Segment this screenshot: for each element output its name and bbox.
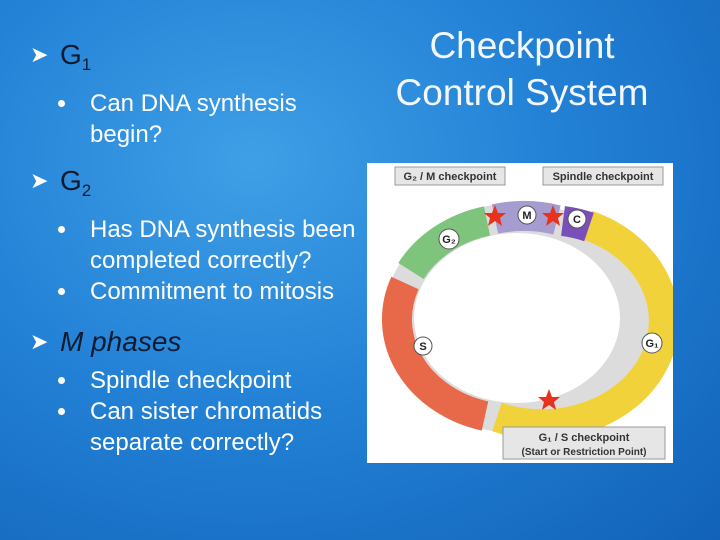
- bullet-item: Can DNA synthesis begin?: [58, 88, 360, 150]
- slide-title: Checkpoint Control System: [395, 25, 649, 113]
- bullet-list: ➤ G1 Can DNA synthesis begin? ➤ G2 Has D…: [30, 38, 360, 458]
- bullet-text: Spindle checkpoint: [90, 367, 292, 394]
- dot-bullet-icon: [58, 100, 65, 107]
- cell-cycle-diagram: G₂ / M checkpoint Spindle checkpoint M C…: [367, 163, 673, 463]
- g2m-checkpoint-label-box: [394, 166, 506, 186]
- spindle-checkpoint-label: Spindle checkpoint: [553, 171, 654, 183]
- bullet-item: Can sister chromatids separate correctly…: [58, 396, 360, 458]
- bullet-item: Has DNA synthesis been completed correct…: [58, 214, 360, 276]
- dot-bullet-icon: [58, 408, 65, 415]
- heading-g2-subscript: 2: [81, 181, 92, 200]
- g2m-checkpoint-label: G₂ / M checkpoint: [404, 171, 497, 183]
- heading-m-phases: ➤ M phases: [30, 325, 360, 359]
- g2-phase-marker: [438, 228, 460, 250]
- g1-phase-label: G₁: [645, 338, 659, 350]
- bullet-text: Has DNA synthesis been completed correct…: [90, 216, 356, 274]
- g1-phase-arc: [492, 210, 673, 440]
- arrow-bullet-icon: ➤: [30, 329, 49, 354]
- arrow-bullet-icon: ➤: [30, 42, 49, 67]
- dot-bullet-icon: [58, 226, 65, 233]
- s-phase-label: S: [419, 341, 426, 353]
- m-phase-label: M: [522, 210, 531, 222]
- heading-g1-subscript: 1: [81, 55, 92, 74]
- c-phase-label: C: [573, 214, 581, 226]
- bullet-text: Commitment to mitosis: [90, 278, 335, 305]
- g1s-checkpoint-label-box: [502, 426, 666, 460]
- bullet-item: Spindle checkpoint: [58, 365, 360, 396]
- c-phase-marker: [567, 209, 587, 229]
- dot-bullet-icon: [58, 377, 65, 384]
- arrow-bullet-icon: ➤: [30, 168, 49, 193]
- spindle-checkpoint-label-box: [542, 166, 664, 186]
- heading-g1: ➤ G1: [30, 38, 360, 82]
- heading-g2-letter: G: [60, 165, 82, 196]
- g2m-checkpoint-star-icon: [484, 205, 506, 226]
- bullet-text: Can sister chromatids separate correctly…: [90, 398, 323, 456]
- heading-g1-letter: G: [60, 39, 82, 70]
- s-phase-arc: [381, 276, 489, 431]
- bullet-item: Commitment to mitosis: [58, 276, 360, 307]
- g1s-checkpoint-label: G₁ / S checkpoint: [539, 432, 630, 444]
- heading-g2: ➤ G2: [30, 164, 360, 208]
- dot-bullet-icon: [58, 288, 65, 295]
- g1s-checkpoint-star-icon: [538, 389, 560, 410]
- heading-m-phases-text: M phases: [60, 326, 182, 357]
- g1-phase-marker: [641, 332, 663, 354]
- m-phase-marker: [517, 205, 537, 225]
- g2-phase-label: G₂: [442, 234, 456, 246]
- s-phase-marker: [413, 336, 433, 356]
- bullet-text: Can DNA synthesis begin?: [90, 90, 297, 148]
- g1s-checkpoint-sublabel: (Start or Restriction Point): [521, 447, 646, 458]
- spindle-checkpoint-star-icon: [542, 205, 564, 226]
